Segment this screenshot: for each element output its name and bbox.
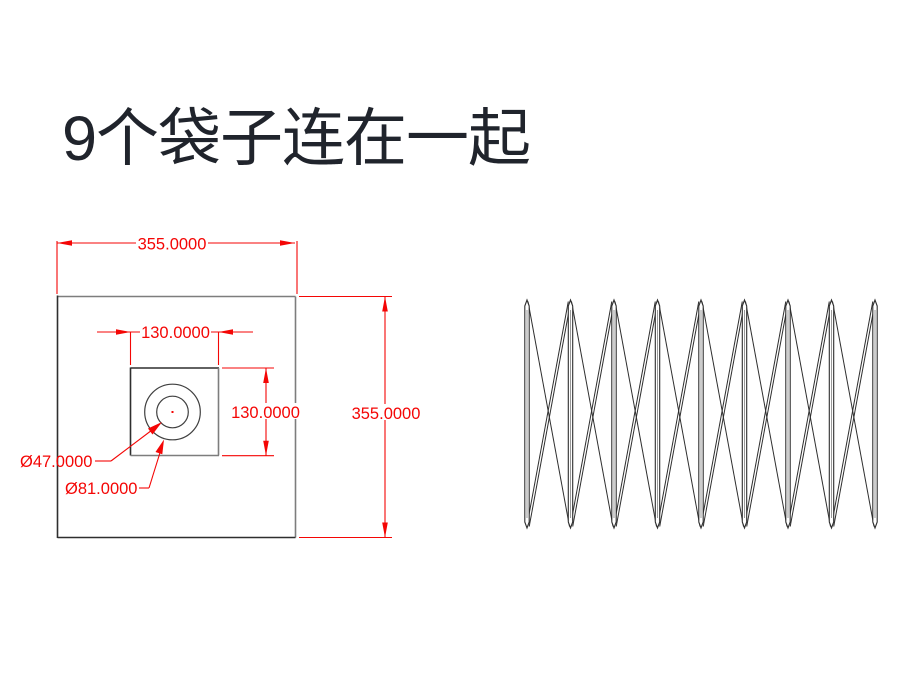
fold-diagonal-up — [830, 301, 874, 527]
leader-inner-circle: Ø47.0000 — [20, 422, 162, 471]
dim-inner-width: 130.0000 — [97, 324, 253, 365]
dim-outer-height: 355.0000 — [299, 295, 422, 539]
side-view-drawing — [524, 298, 878, 530]
fold-diagonal-up — [656, 301, 700, 527]
dim-inner-height: 130.0000 — [222, 367, 301, 457]
fold-diagonal-down — [832, 301, 875, 527]
fold-diagonal-up — [789, 301, 833, 527]
fold-diagonal-down — [745, 301, 788, 527]
plan-view-drawing: 355.0000 130.0000 130.0000 355.0000 Ø47.… — [20, 235, 422, 539]
outer-square — [56, 295, 297, 539]
inner-circle — [156, 395, 189, 429]
fold-diagonal-down — [614, 301, 657, 527]
leader-outer-circle: Ø81.0000 — [65, 439, 164, 498]
outer-circle-label: Ø81.0000 — [65, 480, 137, 498]
fold-diagonal-up — [702, 301, 746, 527]
fold-diagonal-up — [659, 301, 702, 527]
dim-outer-width: 355.0000 — [56, 235, 298, 294]
inner-circle-label: Ø47.0000 — [20, 453, 92, 471]
fold-diagonal-up — [615, 301, 659, 527]
fold-diagonal-down — [788, 301, 831, 527]
inner-width-label: 130.0000 — [141, 324, 210, 342]
fold-diagonal-up — [700, 301, 743, 527]
fold-diagonal-down — [658, 301, 701, 527]
fold-diagonal-up — [746, 301, 789, 527]
fold-diagonal-down — [701, 301, 744, 527]
fold-diagonal-up — [526, 301, 569, 527]
outer-width-label: 355.0000 — [138, 236, 207, 254]
center-mark — [171, 411, 174, 413]
fold-diagonal-up — [833, 301, 876, 527]
page-title: 9个袋子连在一起 — [62, 104, 531, 174]
inner-height-label: 130.0000 — [231, 404, 300, 422]
fold-diagonal-up — [787, 301, 830, 527]
fold-diagonal-up — [572, 301, 615, 527]
bag-fold-profile — [524, 298, 878, 530]
fold-diagonal-up — [613, 301, 656, 527]
outer-height-label: 355.0000 — [352, 405, 421, 423]
fold-diagonal-down — [571, 301, 614, 527]
fold-diagonal-down — [527, 301, 570, 527]
fold-diagonal-up — [528, 301, 572, 527]
fold-diagonal-up — [743, 301, 787, 527]
fold-diagonal-up — [569, 301, 613, 527]
outer-circle — [144, 383, 201, 441]
inner-square — [129, 367, 220, 457]
